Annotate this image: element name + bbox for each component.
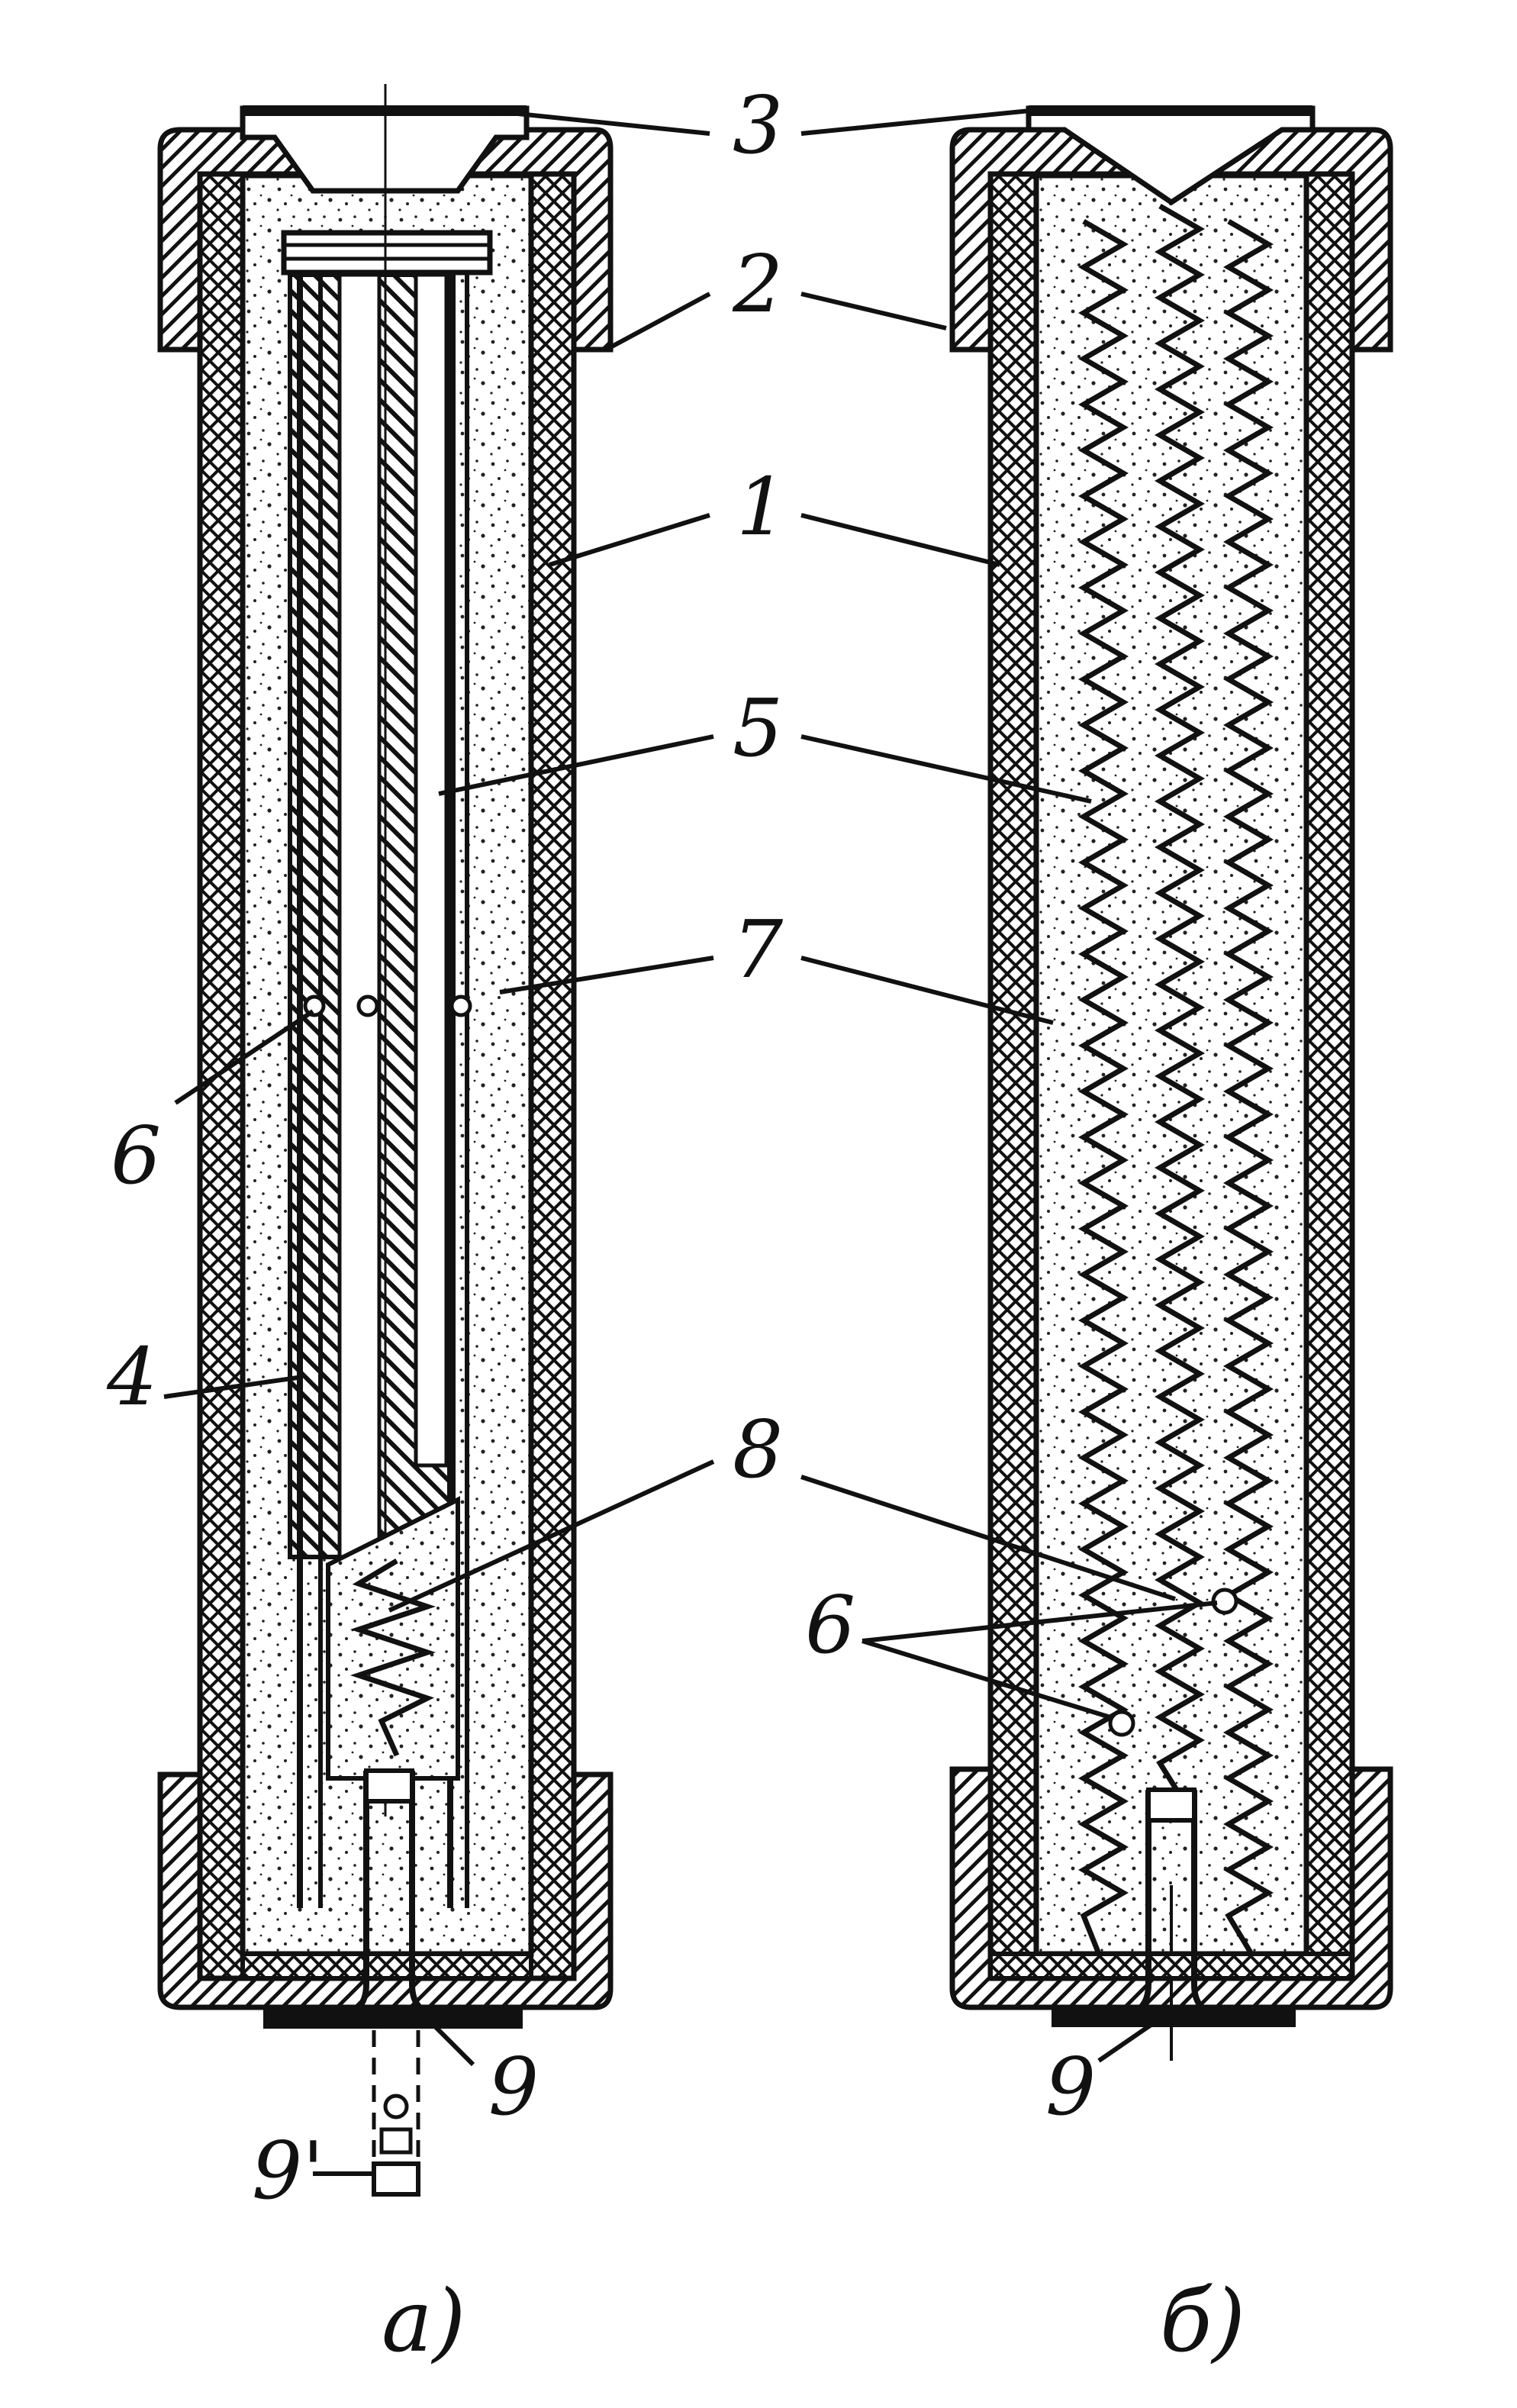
ball-a1 <box>303 994 326 1017</box>
label-lead-b: 9 <box>1045 2040 1096 2133</box>
ball-b2 <box>1108 1710 1135 1737</box>
callout-labels: 3 2 1 5 7 6 4 8 6 9 9' 9 <box>106 79 1096 2217</box>
seal-bottom-a <box>240 1952 533 1981</box>
spring-a <box>349 1558 436 1757</box>
label-lead-alt: 9' <box>252 2124 324 2217</box>
label-ball-b: 6 <box>805 1578 855 1671</box>
cap-nut-bottom-b <box>949 1766 1393 2010</box>
label-insert: 4 <box>106 1330 157 1423</box>
label-filler: 7 <box>733 903 784 996</box>
heater-b <box>949 105 1393 2061</box>
heater-a <box>157 84 614 2197</box>
label-cap-nut: 2 <box>732 237 783 330</box>
comb-head-a <box>281 230 493 276</box>
lead-bracket-b <box>1068 1790 1282 2018</box>
lead-bracket-a <box>275 1771 504 2018</box>
coil-b-right <box>1222 218 1274 1955</box>
label-lead-a: 9 <box>488 2040 539 2133</box>
label-element: 5 <box>733 682 783 775</box>
coil-b-left <box>1077 218 1129 1955</box>
leader-lines <box>163 108 1218 2176</box>
ball-a2 <box>356 994 379 1017</box>
label-shell: 1 <box>736 460 787 553</box>
label-spring: 8 <box>733 1403 783 1496</box>
ball-a3 <box>449 994 472 1017</box>
caption-b: б) <box>1160 2272 1245 2371</box>
cap-nut-bottom-a <box>157 1771 614 2010</box>
caption-a: а) <box>382 2272 465 2371</box>
seal-bottom-b <box>988 1952 1354 1981</box>
label-seal: 3 <box>733 79 783 172</box>
coil-b-middle <box>1154 203 1206 1795</box>
label-ball-a: 6 <box>111 1109 161 1202</box>
